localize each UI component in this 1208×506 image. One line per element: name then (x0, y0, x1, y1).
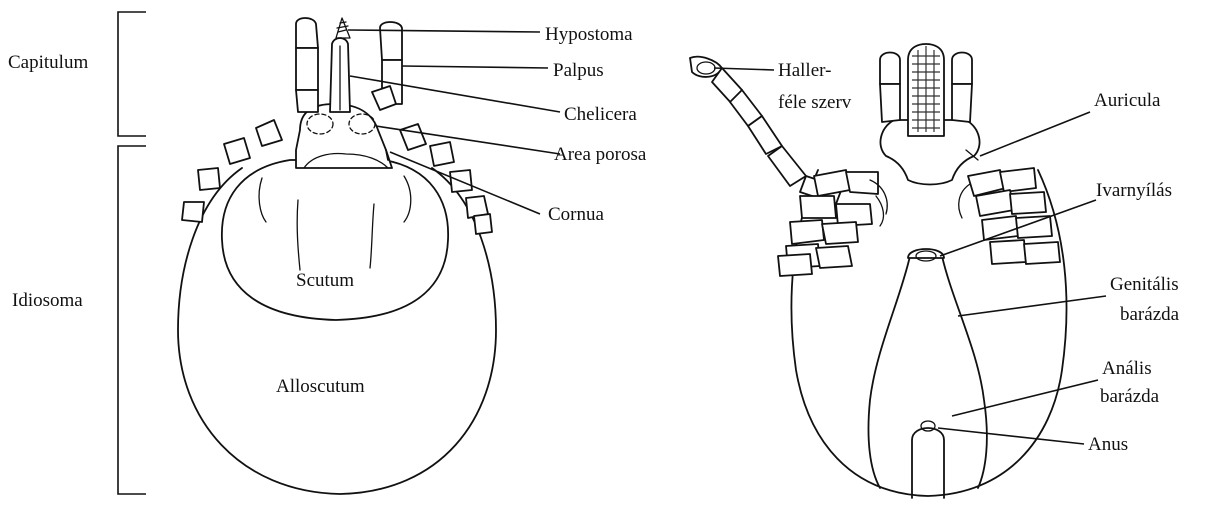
label-anus: Anus (1088, 434, 1128, 455)
label-ivarnyilas: Ivarnyílás (1096, 180, 1172, 201)
label-hypostoma: Hypostoma (545, 24, 633, 45)
palpus-right (372, 22, 402, 110)
label-capitulum: Capitulum (8, 52, 88, 73)
label-palpus: Palpus (553, 60, 604, 81)
label-chelicera: Chelicera (564, 104, 637, 125)
palpus-left (296, 18, 318, 112)
ventral-legs-left (778, 170, 887, 276)
capitulum-bracket (118, 12, 146, 136)
genitalis-groove-right (942, 256, 987, 488)
genitalis-groove-left (868, 256, 910, 488)
label-auricula: Auricula (1094, 90, 1161, 111)
ventral-view: Haller- féle szerv Auricula Ivarnyílás G… (690, 44, 1180, 498)
ventral-legs-right (959, 168, 1060, 264)
label-idiosoma: Idiosoma (12, 290, 83, 311)
analis-groove (912, 428, 944, 498)
label-genitalis-line1: Genitális (1110, 274, 1179, 295)
idiosoma-bracket (118, 146, 146, 494)
label-analis-line2: barázda (1100, 386, 1160, 407)
label-haller-line1: Haller- (778, 60, 831, 81)
label-scutum: Scutum (296, 270, 354, 291)
label-area-porosa: Area porosa (554, 144, 647, 165)
scutum-outline (222, 160, 448, 320)
dorsal-view: Capitulum Idiosoma Scutum Alloscutum Hyp… (8, 12, 647, 494)
label-analis-line1: Anális (1102, 358, 1152, 379)
label-haller-line2: féle szerv (778, 92, 852, 113)
label-genitalis-line2: barázda (1120, 304, 1180, 325)
label-cornua: Cornua (548, 204, 605, 225)
basis-capituli (296, 104, 392, 168)
label-alloscutum: Alloscutum (276, 376, 365, 397)
anus-shape (921, 421, 935, 431)
